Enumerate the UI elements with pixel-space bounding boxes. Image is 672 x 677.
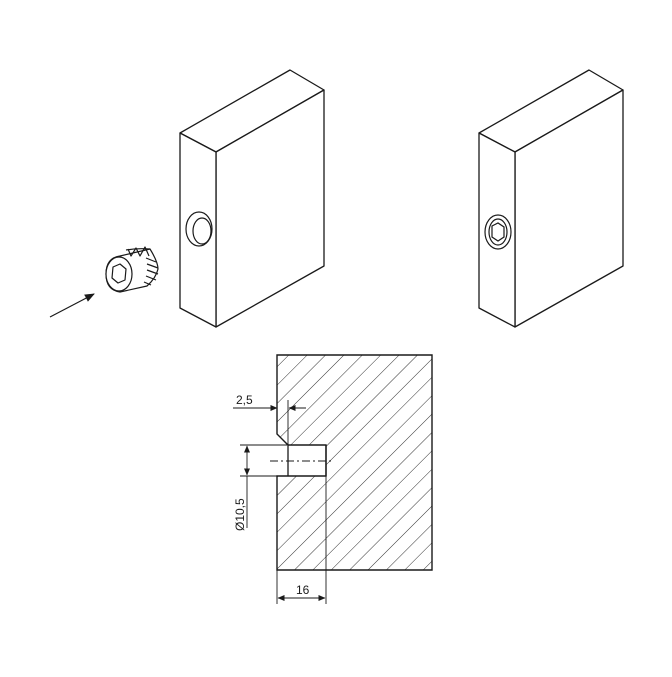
dimension-length-label: 16 (296, 583, 310, 597)
insertion-arrow-icon (49, 293, 95, 318)
mounted-insert (484, 214, 512, 250)
dimension-depth-label: 2,5 (236, 393, 253, 407)
block-with-hole (179, 69, 325, 328)
drilled-hole (185, 211, 213, 247)
hex-socket-icon (491, 222, 505, 242)
section-view (270, 354, 433, 571)
section-hatched-body (276, 354, 433, 571)
dimension-diameter (240, 444, 287, 528)
insert-hex-socket (111, 263, 127, 284)
dimension-depth (233, 400, 306, 445)
block-with-insert (478, 69, 624, 328)
threaded-insert-icon (105, 246, 159, 293)
dimension-diameter-label: Ø10,5 (233, 498, 247, 531)
dimension-length (276, 476, 327, 604)
section-hole (287, 445, 327, 476)
